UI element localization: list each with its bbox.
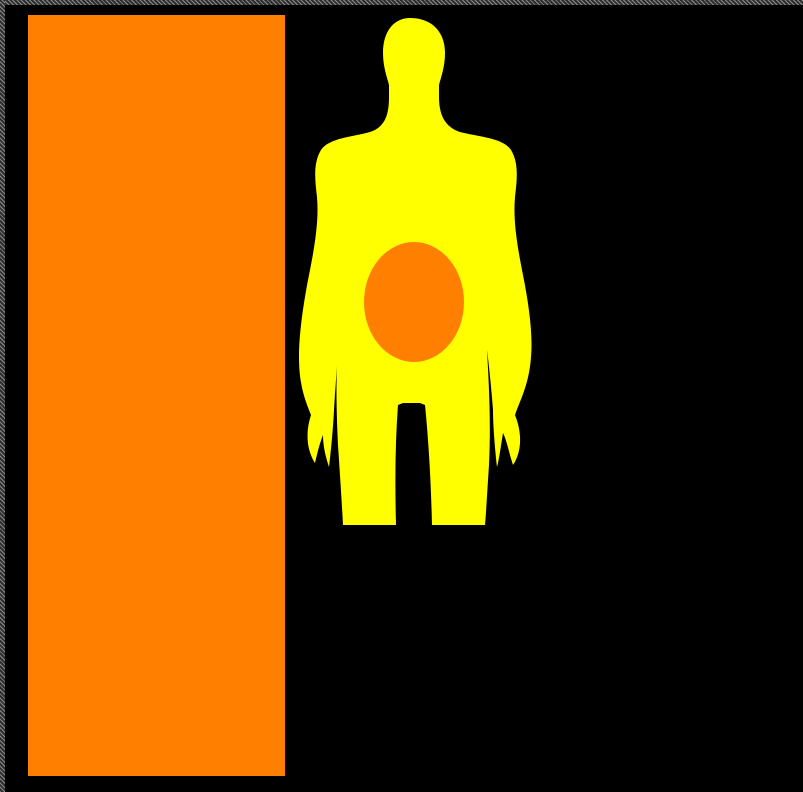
abdomen-highlight[interactable]: [364, 242, 464, 362]
human-body-figure[interactable]: [5, 5, 803, 792]
canvas: [5, 5, 803, 792]
